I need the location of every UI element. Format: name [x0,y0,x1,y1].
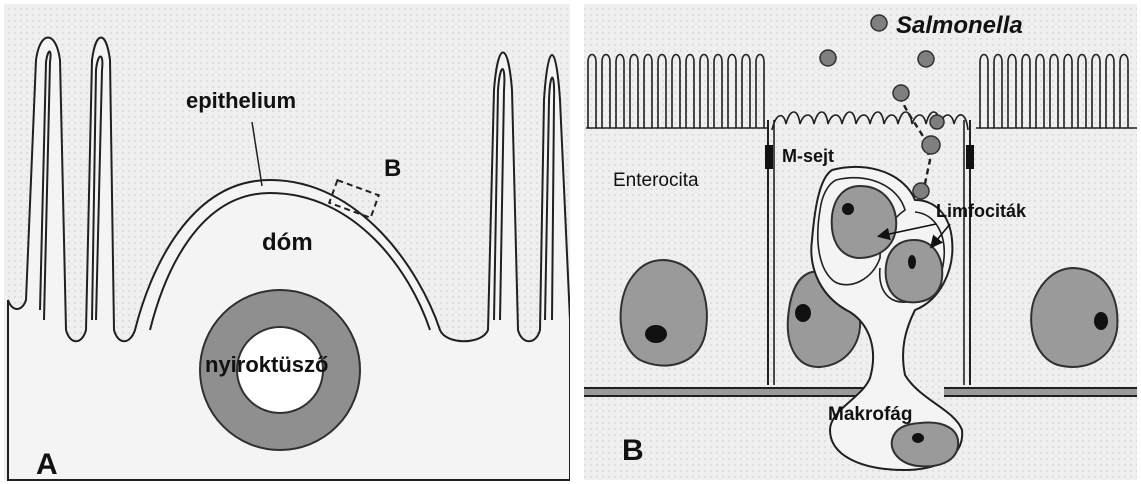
tight-junction-left [765,145,773,169]
panel-a-label: A [36,448,58,481]
macrophage-nucleus [892,422,958,466]
bacterium-6 [913,183,929,199]
panel-b-label: B [622,434,644,467]
tight-junction-right [966,145,974,169]
lymphocyte-1-nucleolus [842,203,854,215]
bacterium-5 [922,136,940,154]
panel-divider [570,0,584,484]
enterocyte-left-nucleus [621,260,707,366]
panel-a: epithelium B dóm nyiroktüsző A [4,4,570,481]
salmonella-label: Salmonella [896,12,1023,39]
bacterium-legend [871,15,887,31]
bacterium-4 [930,115,944,129]
basement-membrane-fill-left [584,389,868,395]
bacterium-2 [918,51,934,67]
enterocyte-left-nucleolus [645,325,667,343]
zoom-box-label: B [384,155,401,182]
macrophage-label: Makrofág [828,404,912,425]
enterocyte-label: Enterocita [613,170,699,191]
lymphocyte-2 [886,240,943,302]
macrophage-nucleolus [912,433,924,443]
m-cell-nucleolus [795,304,811,322]
enterocyte-right-nucleolus [1094,312,1108,330]
lymphocytes-label: Limfociták [936,201,1027,221]
basement-membrane-fill-right [944,389,1137,395]
lymphocyte-2-nucleolus [908,255,916,269]
panel-b: Salmonella M-sejt Enterocita Limfociták … [584,4,1137,480]
m-cell-label: M-sejt [782,146,834,166]
lymphocyte-1 [832,186,896,258]
epithelium-label: epithelium [186,88,296,113]
bacterium-3 [893,85,909,101]
follicle-label: nyiroktüsző [205,352,328,377]
dome-label: dóm [262,229,313,256]
bacterium-1 [820,50,836,66]
